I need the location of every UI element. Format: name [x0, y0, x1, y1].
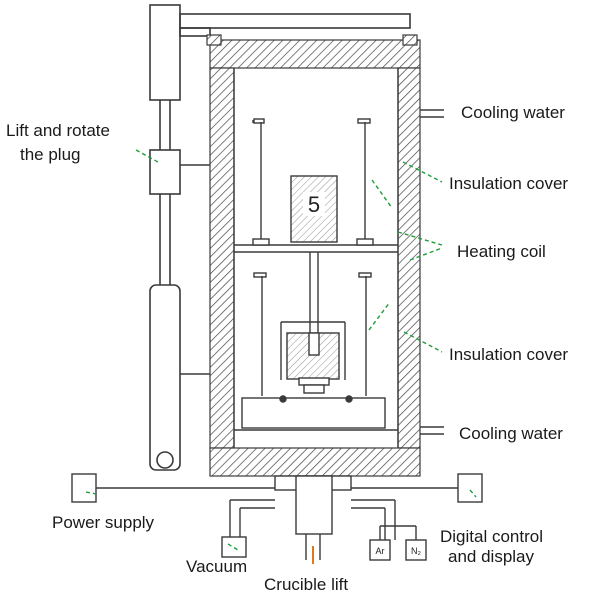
leader-lines [85, 149, 477, 551]
gas-ar-box: Ar [369, 539, 391, 561]
lower-rods [253, 272, 372, 396]
component-number: 5 [308, 192, 320, 217]
gas-n2-label: N₂ [411, 546, 421, 556]
cooling-pipes [420, 109, 444, 435]
crucible-assembly [241, 252, 386, 429]
power-supply-box [71, 473, 97, 503]
component-5: 5 [290, 175, 338, 243]
label-power-supply: Power supply [52, 513, 155, 532]
base-feedthrough [96, 475, 458, 564]
gas-n2-box: N₂ [405, 539, 427, 561]
label-lift-rotate-2: the plug [20, 145, 81, 164]
label-lift-rotate-1: Lift and rotate [6, 121, 110, 140]
vacuum-box [221, 536, 247, 558]
gas-ar-label: Ar [376, 546, 385, 556]
lift-mechanism [149, 4, 411, 471]
label-cooling-water-bottom: Cooling water [459, 424, 563, 443]
label-cooling-water-top: Cooling water [461, 103, 565, 122]
label-insulation-cover-top: Insulation cover [449, 174, 568, 193]
label-vacuum: Vacuum [186, 557, 247, 576]
upper-rods [252, 118, 374, 246]
label-crucible-lift: Crucible lift [264, 575, 348, 594]
digital-control-box [457, 473, 483, 503]
label-digital-control-1: Digital control [440, 527, 543, 546]
label-heating-coil: Heating coil [457, 242, 546, 261]
inner-chamber [233, 68, 399, 448]
label-digital-control-2: and display [448, 547, 535, 566]
label-insulation-cover-bottom: Insulation cover [449, 345, 568, 364]
